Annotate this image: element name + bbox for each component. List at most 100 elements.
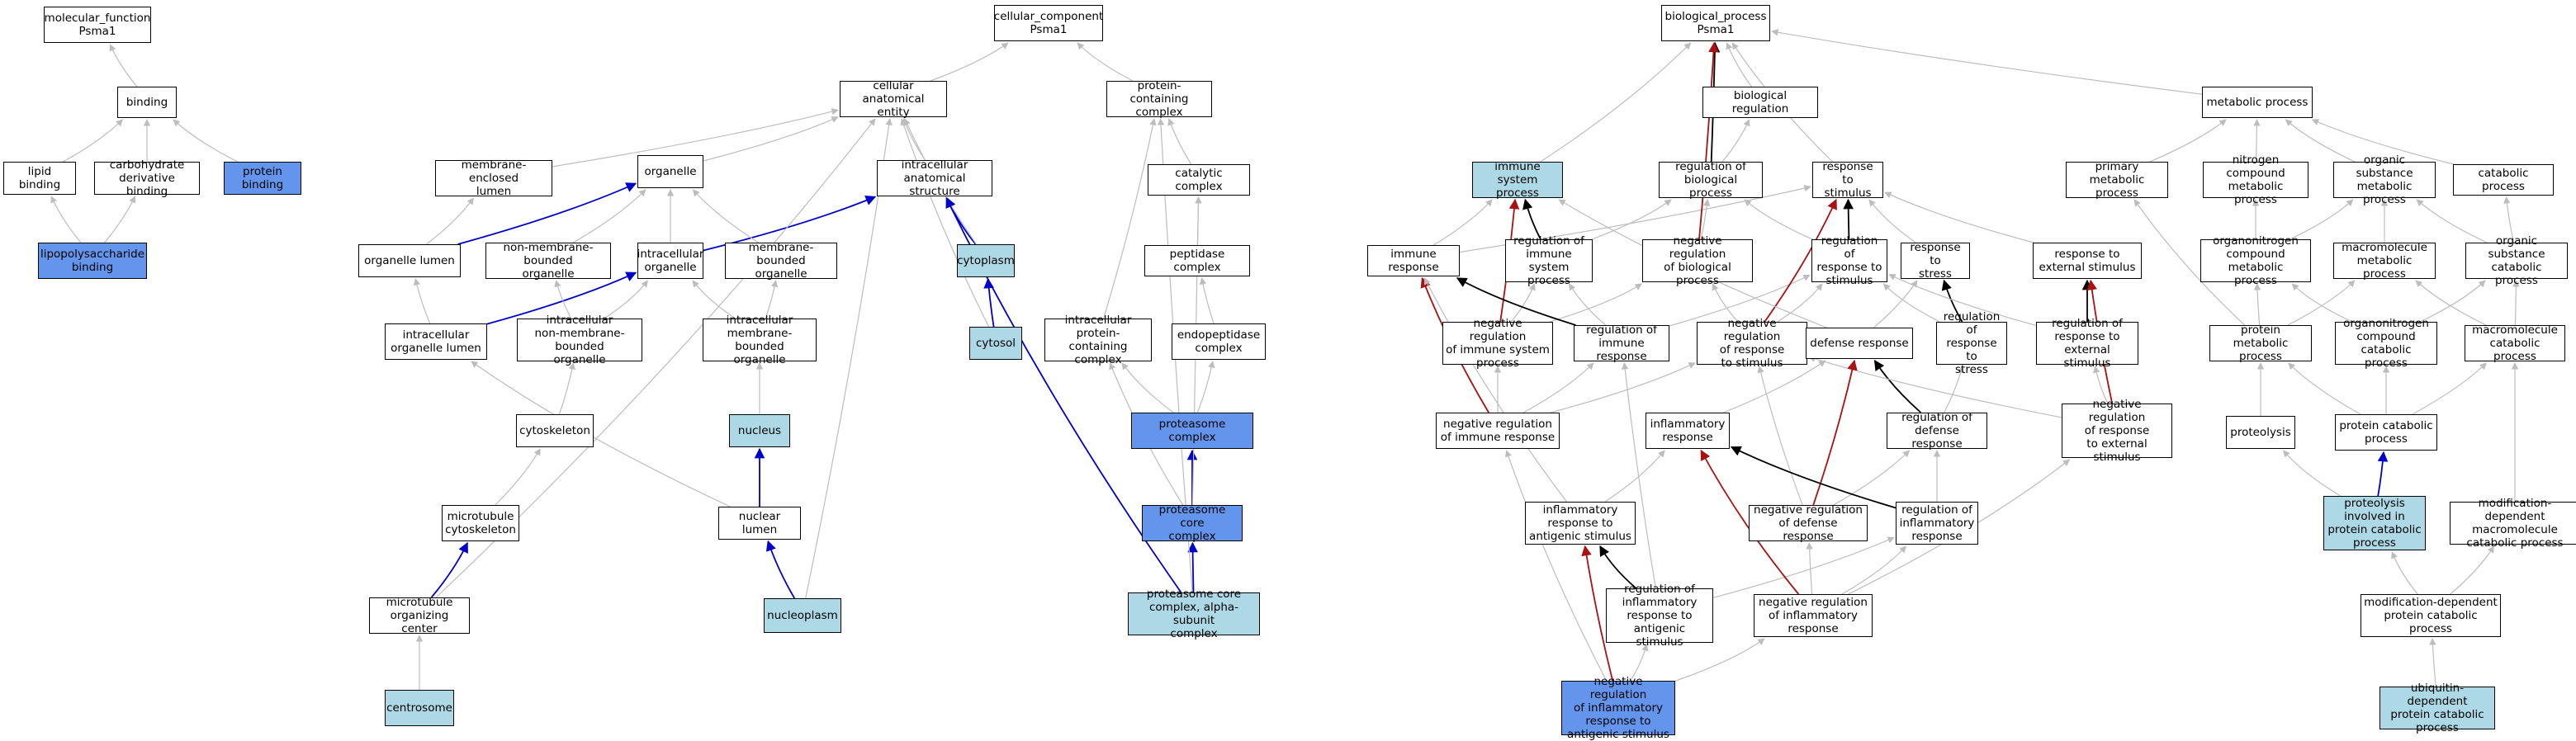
edge-neg_reg_immune_sys-is_a-reg_immune_sys bbox=[1510, 283, 1536, 323]
edge-immune_sys-is_a-bp_root bbox=[1540, 42, 1692, 163]
edge-neg_reg_inflam_antigen-is_a-reg_inflam_antigen bbox=[1630, 644, 1649, 682]
edge-org_lumen-is_a-mel bbox=[426, 197, 475, 245]
edge-iol-part_of-intra_org bbox=[486, 271, 637, 325]
node-resp-ext: response to external stimulus bbox=[2033, 243, 2142, 279]
node-catalytic: catalytic complex bbox=[1148, 164, 1250, 196]
edge-protein_cat-is_a-protein_met bbox=[2288, 362, 2361, 415]
node-cae: cellular anatomical entity bbox=[840, 79, 947, 119]
edge-protein_binding-is_a-binding bbox=[173, 119, 238, 163]
edge-mod_dep_prot-is_a-mod_dep_macro bbox=[2450, 545, 2495, 595]
edge-metabolic-is_a-bp_root bbox=[1771, 29, 2203, 95]
node-nucleoplasm: nucleoplasm bbox=[764, 598, 841, 633]
node-catabolic: catabolic process bbox=[2453, 164, 2554, 196]
node-org-sub-cat: organic substance catabolic process bbox=[2465, 234, 2568, 287]
node-metabolic: metabolic process bbox=[2202, 87, 2313, 118]
edge-inflam_antigen-is_a-immune_resp bbox=[1423, 277, 1567, 503]
node-mf-root: molecular_function Psma1 bbox=[44, 7, 151, 43]
node-immune-sys: immune system process bbox=[1472, 160, 1563, 200]
node-endopep: endopeptidase complex bbox=[1172, 323, 1266, 360]
node-reg-resp-stress: regulation of response to stress bbox=[1936, 310, 2007, 376]
node-reg-resp-stim: regulation of response to stimulus bbox=[1811, 234, 1887, 287]
edge-lps_binding-is_a-lipid_binding bbox=[50, 196, 82, 243]
edge-protein_met-is_a-orgn_met bbox=[2253, 283, 2261, 326]
node-reg-defense: regulation of defense response bbox=[1887, 411, 1987, 451]
edge-neg_reg_immune_resp-is_a-neg_reg_resp_stim bbox=[1550, 362, 1696, 413]
edge-reg_resp_stress-regulates-resp_stress bbox=[1941, 279, 1963, 323]
edge-cytosol-part_of-cytoplasm bbox=[983, 277, 995, 328]
edge-nmbo-is_a-organelle bbox=[572, 189, 646, 243]
node-pcore: proteasome core complex bbox=[1142, 503, 1243, 543]
node-centrosome: centrosome bbox=[385, 690, 454, 726]
node-reg-resp-ext: regulation of response to external stimu… bbox=[2036, 317, 2138, 370]
node-inflam: inflammatory response bbox=[1646, 413, 1730, 449]
node-defense: defense response bbox=[1806, 328, 1913, 359]
edge-neg_reg_inflam_antigen-is_a-neg_reg_immune_resp bbox=[1504, 450, 1608, 682]
node-neg-reg-immune-sys: negative regulation of immune system pro… bbox=[1442, 317, 1553, 370]
node-reg-inflam-antigen: regulation of inflammatory response to a… bbox=[1606, 583, 1713, 649]
edge-neg_reg_inflam-neg_regulates-inflam bbox=[1700, 449, 1800, 595]
edge-macro_cat-is_a-org_sub_cat bbox=[2512, 280, 2520, 326]
edge-neg_reg_inflam_antigen-is_a-neg_reg_inflam bbox=[1674, 638, 1765, 682]
node-protein-cat: protein catabolic process bbox=[2335, 414, 2437, 451]
node-binding: binding bbox=[117, 87, 177, 118]
node-proteasome: proteasome complex bbox=[1131, 413, 1253, 449]
node-mtoc: microtubule organizing center bbox=[369, 596, 470, 635]
edge-mt_cytoskeleton-is_a-cytoskeleton bbox=[495, 448, 541, 506]
edge-lps_binding-is_a-carb_binding bbox=[104, 196, 136, 243]
node-mt-cytoskeleton: microtubule cytoskeleton bbox=[442, 505, 519, 541]
edge-organelle-is_a-cae bbox=[703, 116, 839, 162]
node-pcc: protein-containing complex bbox=[1106, 79, 1212, 119]
node-intra-org: intracellular organelle bbox=[637, 243, 703, 279]
edge-org_sub_cat-is_a-org_sub_met bbox=[2416, 199, 2488, 243]
edge-neg_reg_defense-is_a-neg_reg_resp_stim bbox=[1757, 366, 1803, 506]
node-carb-binding: carbohydrate derivative binding bbox=[94, 158, 200, 198]
node-orgn-cat: organonitrogen compound catabolic proces… bbox=[2335, 317, 2437, 370]
node-neg-reg-immune-resp: negative regulation of immune response bbox=[1436, 413, 1560, 449]
edge-mbo-is_a-organelle bbox=[692, 189, 760, 243]
edge-endopep-is_a-peptidase bbox=[1199, 277, 1215, 324]
edge-proteasome-is_a-ipcc bbox=[1121, 362, 1174, 413]
edge-org_lumen-part_of-organelle bbox=[457, 182, 637, 245]
node-nitrogen-met: nitrogen compound metabolic process bbox=[2203, 153, 2308, 206]
edge-neg_reg_inflam_antigen-neg_regulates-inflam_antigen bbox=[1581, 545, 1614, 682]
node-mel: membrane-enclosed lumen bbox=[435, 158, 552, 198]
node-neg-reg-inflam: negative regulation of inflammatory resp… bbox=[1754, 594, 1873, 637]
edge-neg_reg_bio-is_a-reg_bio bbox=[1700, 199, 1711, 240]
edge-lipid_binding-is_a-binding bbox=[62, 119, 123, 163]
node-iol: intracellular organelle lumen bbox=[385, 323, 487, 360]
node-bp-root: biological_process Psma1 bbox=[1661, 5, 1770, 41]
node-cc-root: cellular_component Psma1 bbox=[994, 5, 1103, 41]
edge-mod_dep_prot-is_a-prot_inv bbox=[2391, 551, 2418, 595]
edge-inmbo-is_a-intra_org bbox=[604, 280, 649, 319]
edge-reg_resp_stress-is_a-reg_resp_stim bbox=[1882, 283, 1940, 323]
edge-mel-is_a-cae bbox=[552, 108, 839, 168]
edge-reg_bio-is_a-bio_reg bbox=[1721, 119, 1750, 163]
edge-neg_reg_immune_sys-is_a-neg_reg_bio bbox=[1549, 283, 1642, 323]
edge-proteasome-is_a-endopep bbox=[1196, 361, 1215, 413]
node-org-sub-met: organic substance metabolic process bbox=[2333, 153, 2436, 206]
node-inflam-antigen: inflammatory response to antigenic stimu… bbox=[1525, 502, 1636, 545]
node-proteolysis: proteolysis bbox=[2226, 416, 2295, 449]
edge-cae-is_a-cc_root bbox=[930, 42, 1009, 82]
edge-protein_met-is_a-macro_met bbox=[2287, 280, 2356, 326]
node-org-lumen: organelle lumen bbox=[358, 244, 461, 277]
edge-prot_inv-part_of-protein_cat bbox=[2377, 451, 2389, 497]
edge-reg_immune_sys-is_a-reg_bio bbox=[1591, 199, 1672, 240]
edge-reg_immune_resp-is_a-reg_resp_stim bbox=[1669, 274, 1811, 327]
node-inmbo: intracellular non-membrane-bounded organ… bbox=[517, 314, 642, 366]
node-reg-immune-sys: regulation of immune system process bbox=[1505, 234, 1593, 287]
node-neg-reg-resp-stim: negative regulation of response to stimu… bbox=[1697, 317, 1807, 370]
edge-protein_met-is_a-primary_met bbox=[2133, 199, 2246, 326]
edge-neg_reg_resp_stim-neg_regulates-resp_stim bbox=[1764, 198, 1837, 323]
node-reg-inflam: regulation of inflammatory response bbox=[1896, 502, 1978, 545]
edge-prot_inv-is_a-proteolysis bbox=[2283, 450, 2341, 497]
edge-primary_met-is_a-metabolic bbox=[2149, 119, 2227, 163]
node-macro-met: macromolecule metabolic process bbox=[2333, 241, 2436, 281]
edge-macro_cat-is_a-macro_met bbox=[2415, 280, 2487, 326]
edge-reg_inflam-regulates-inflam bbox=[1730, 446, 1896, 509]
edge-reg_defense-is_a-reg_resp_stress bbox=[1944, 366, 1964, 413]
edge-ipcc-is_a-pcc bbox=[1103, 118, 1157, 319]
edge-orgn_cat-is_a-org_sub_cat bbox=[2419, 280, 2486, 323]
edge-catalytic-is_a-pcc bbox=[1167, 118, 1192, 165]
edge-neg_reg_defense-neg_regulates-defense bbox=[1812, 359, 1858, 506]
